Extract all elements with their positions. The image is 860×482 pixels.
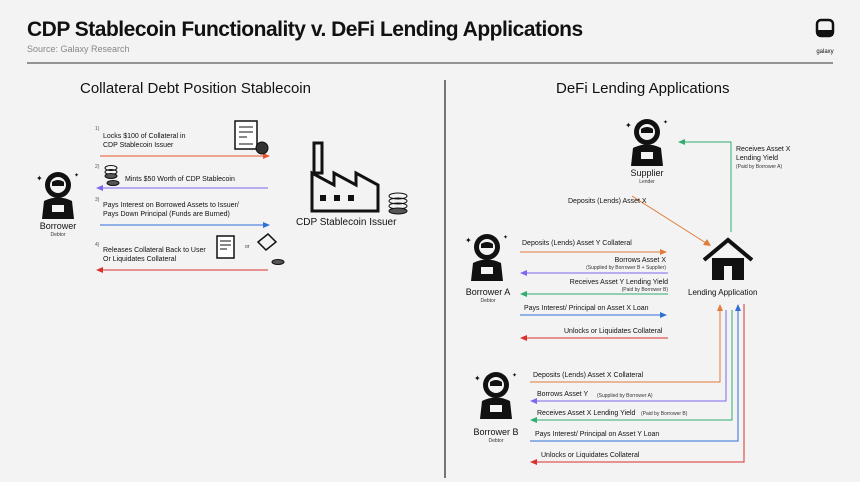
page-title: CDP Stablecoin Functionality v. DeFi Len… <box>27 18 583 41</box>
step-2-line-1: Mints $50 Worth of CDP Stablecoin <box>125 176 235 183</box>
coin-icon <box>255 141 269 155</box>
supplier-deposit-label: Deposits (Lends) Asset X <box>568 198 647 205</box>
svg-text:✦: ✦ <box>74 172 79 179</box>
a-borrow-label: Borrows Asset X <box>614 257 666 264</box>
borrower-b-astronaut-icon: ✦✦ <box>474 372 517 419</box>
step-2-arrow <box>96 185 268 191</box>
b-unlock-arrow <box>530 304 745 465</box>
b-deposit-label: Deposits (Lends) Asset X Collateral <box>533 372 644 379</box>
supplier-yield-arrow <box>678 139 732 232</box>
or-label: or <box>245 244 250 250</box>
coin-stack-icon <box>388 192 408 215</box>
b-borrow-label: Borrows Asset Y <box>537 391 589 398</box>
a-borrow-note: (Supplied by Borrower B + Supplier) <box>586 265 666 271</box>
a-deposit-label: Deposits (Lends) Asset Y Collateral <box>522 240 632 247</box>
svg-text:✦: ✦ <box>512 372 517 379</box>
borrower-role: Debtor <box>50 232 66 238</box>
a-borrow-arrow <box>520 270 668 276</box>
b-deposit-arrow <box>530 304 723 383</box>
left-section-heading: Collateral Debt Position Stablecoin <box>80 80 311 97</box>
borrower-b-role: Debtor <box>488 438 504 444</box>
svg-text:✦: ✦ <box>36 174 43 183</box>
step-4-line-2: Or Liquidates Collateral <box>103 256 177 263</box>
supplier-yield-note: (Paid by Borrower A) <box>736 164 783 170</box>
a-unlock-label: Unlocks or Liquidates Collateral <box>564 328 663 335</box>
supplier-role: Lender <box>639 179 655 185</box>
supplier-astronaut-icon: ✦✦ <box>625 119 668 166</box>
galaxy-logo-icon <box>815 18 835 38</box>
a-deposit-arrow <box>520 249 667 255</box>
svg-text:✦: ✦ <box>474 374 481 383</box>
a-pay-label: Pays Interest/ Principal on Asset X Loan <box>524 305 649 312</box>
b-yield-label: Receives Asset X Lending Yield <box>537 410 636 417</box>
supplier-yield-line-1: Receives Asset X <box>736 146 791 153</box>
a-yield-arrow <box>520 291 668 297</box>
a-yield-label: Receives Asset Y Lending Yield <box>569 279 668 286</box>
galaxy-logo: galaxy <box>810 18 840 55</box>
svg-text:✦: ✦ <box>625 121 632 130</box>
galaxy-logo-text: galaxy <box>816 49 834 55</box>
borrower-a-astronaut-icon: ✦✦ <box>465 234 508 281</box>
issuer-label: CDP Stablecoin Issuer <box>296 217 397 228</box>
factory-icon <box>310 141 380 213</box>
b-borrow-arrow <box>530 310 727 404</box>
supplier-deposit-arrow <box>631 195 711 246</box>
a-unlock-arrow <box>520 335 668 341</box>
right-section-heading: DeFi Lending Applications <box>556 80 730 97</box>
borrower-a-label: Borrower A <box>465 287 511 297</box>
step-number: 4) <box>95 242 100 248</box>
house-icon <box>702 237 754 280</box>
b-yield-note: (Paid by Borrower B) <box>641 411 688 417</box>
b-pay-label: Pays Interest/ Principal on Asset Y Loan <box>535 431 660 438</box>
step-3-arrow <box>100 222 270 228</box>
source-note: Source: Galaxy Research <box>27 44 130 54</box>
b-borrow-note: (Supplied by Borrower A) <box>597 393 653 399</box>
step-1-line-1: Locks $100 of Collateral in <box>103 133 186 140</box>
supplier-label: Supplier <box>630 168 664 178</box>
a-pay-arrow <box>520 312 667 318</box>
step-number: 1) <box>95 126 100 132</box>
step-number: 2) <box>95 164 100 170</box>
svg-text:✦: ✦ <box>465 236 472 245</box>
lending-app-label: Lending Application <box>688 288 758 297</box>
borrower-b-label: Borrower B <box>473 427 519 437</box>
liquidation-icon <box>256 232 285 265</box>
borrower-label: Borrower <box>39 221 77 231</box>
step-3-line-2: Pays Down Principal (Funds are Burned) <box>103 211 230 218</box>
coins-icon <box>104 165 120 186</box>
step-number: 3) <box>95 197 100 203</box>
document-icon <box>234 120 258 150</box>
step-4-line-1: Releases Collateral Back to User <box>103 247 206 254</box>
step-3-line-1: Pays Interest on Borrowed Assets to Issu… <box>103 202 239 209</box>
step-1-line-2: CDP Stablecoin Issuer <box>103 142 174 149</box>
borrower-a-role: Debtor <box>480 298 496 304</box>
b-pay-arrow <box>530 304 741 442</box>
borrower-astronaut-icon: ✦✦ <box>36 172 79 219</box>
a-yield-note: (Paid by Borrower B) <box>621 287 668 293</box>
step-4-arrow <box>96 267 268 273</box>
svg-text:✦: ✦ <box>503 234 508 241</box>
supplier-yield-line-2: Lending Yield <box>736 155 779 162</box>
b-unlock-label: Unlocks or Liquidates Collateral <box>541 452 640 459</box>
step-1-arrow <box>100 153 270 159</box>
document-icon-2 <box>216 235 235 259</box>
svg-text:✦: ✦ <box>663 119 668 126</box>
b-yield-arrow <box>530 310 733 423</box>
